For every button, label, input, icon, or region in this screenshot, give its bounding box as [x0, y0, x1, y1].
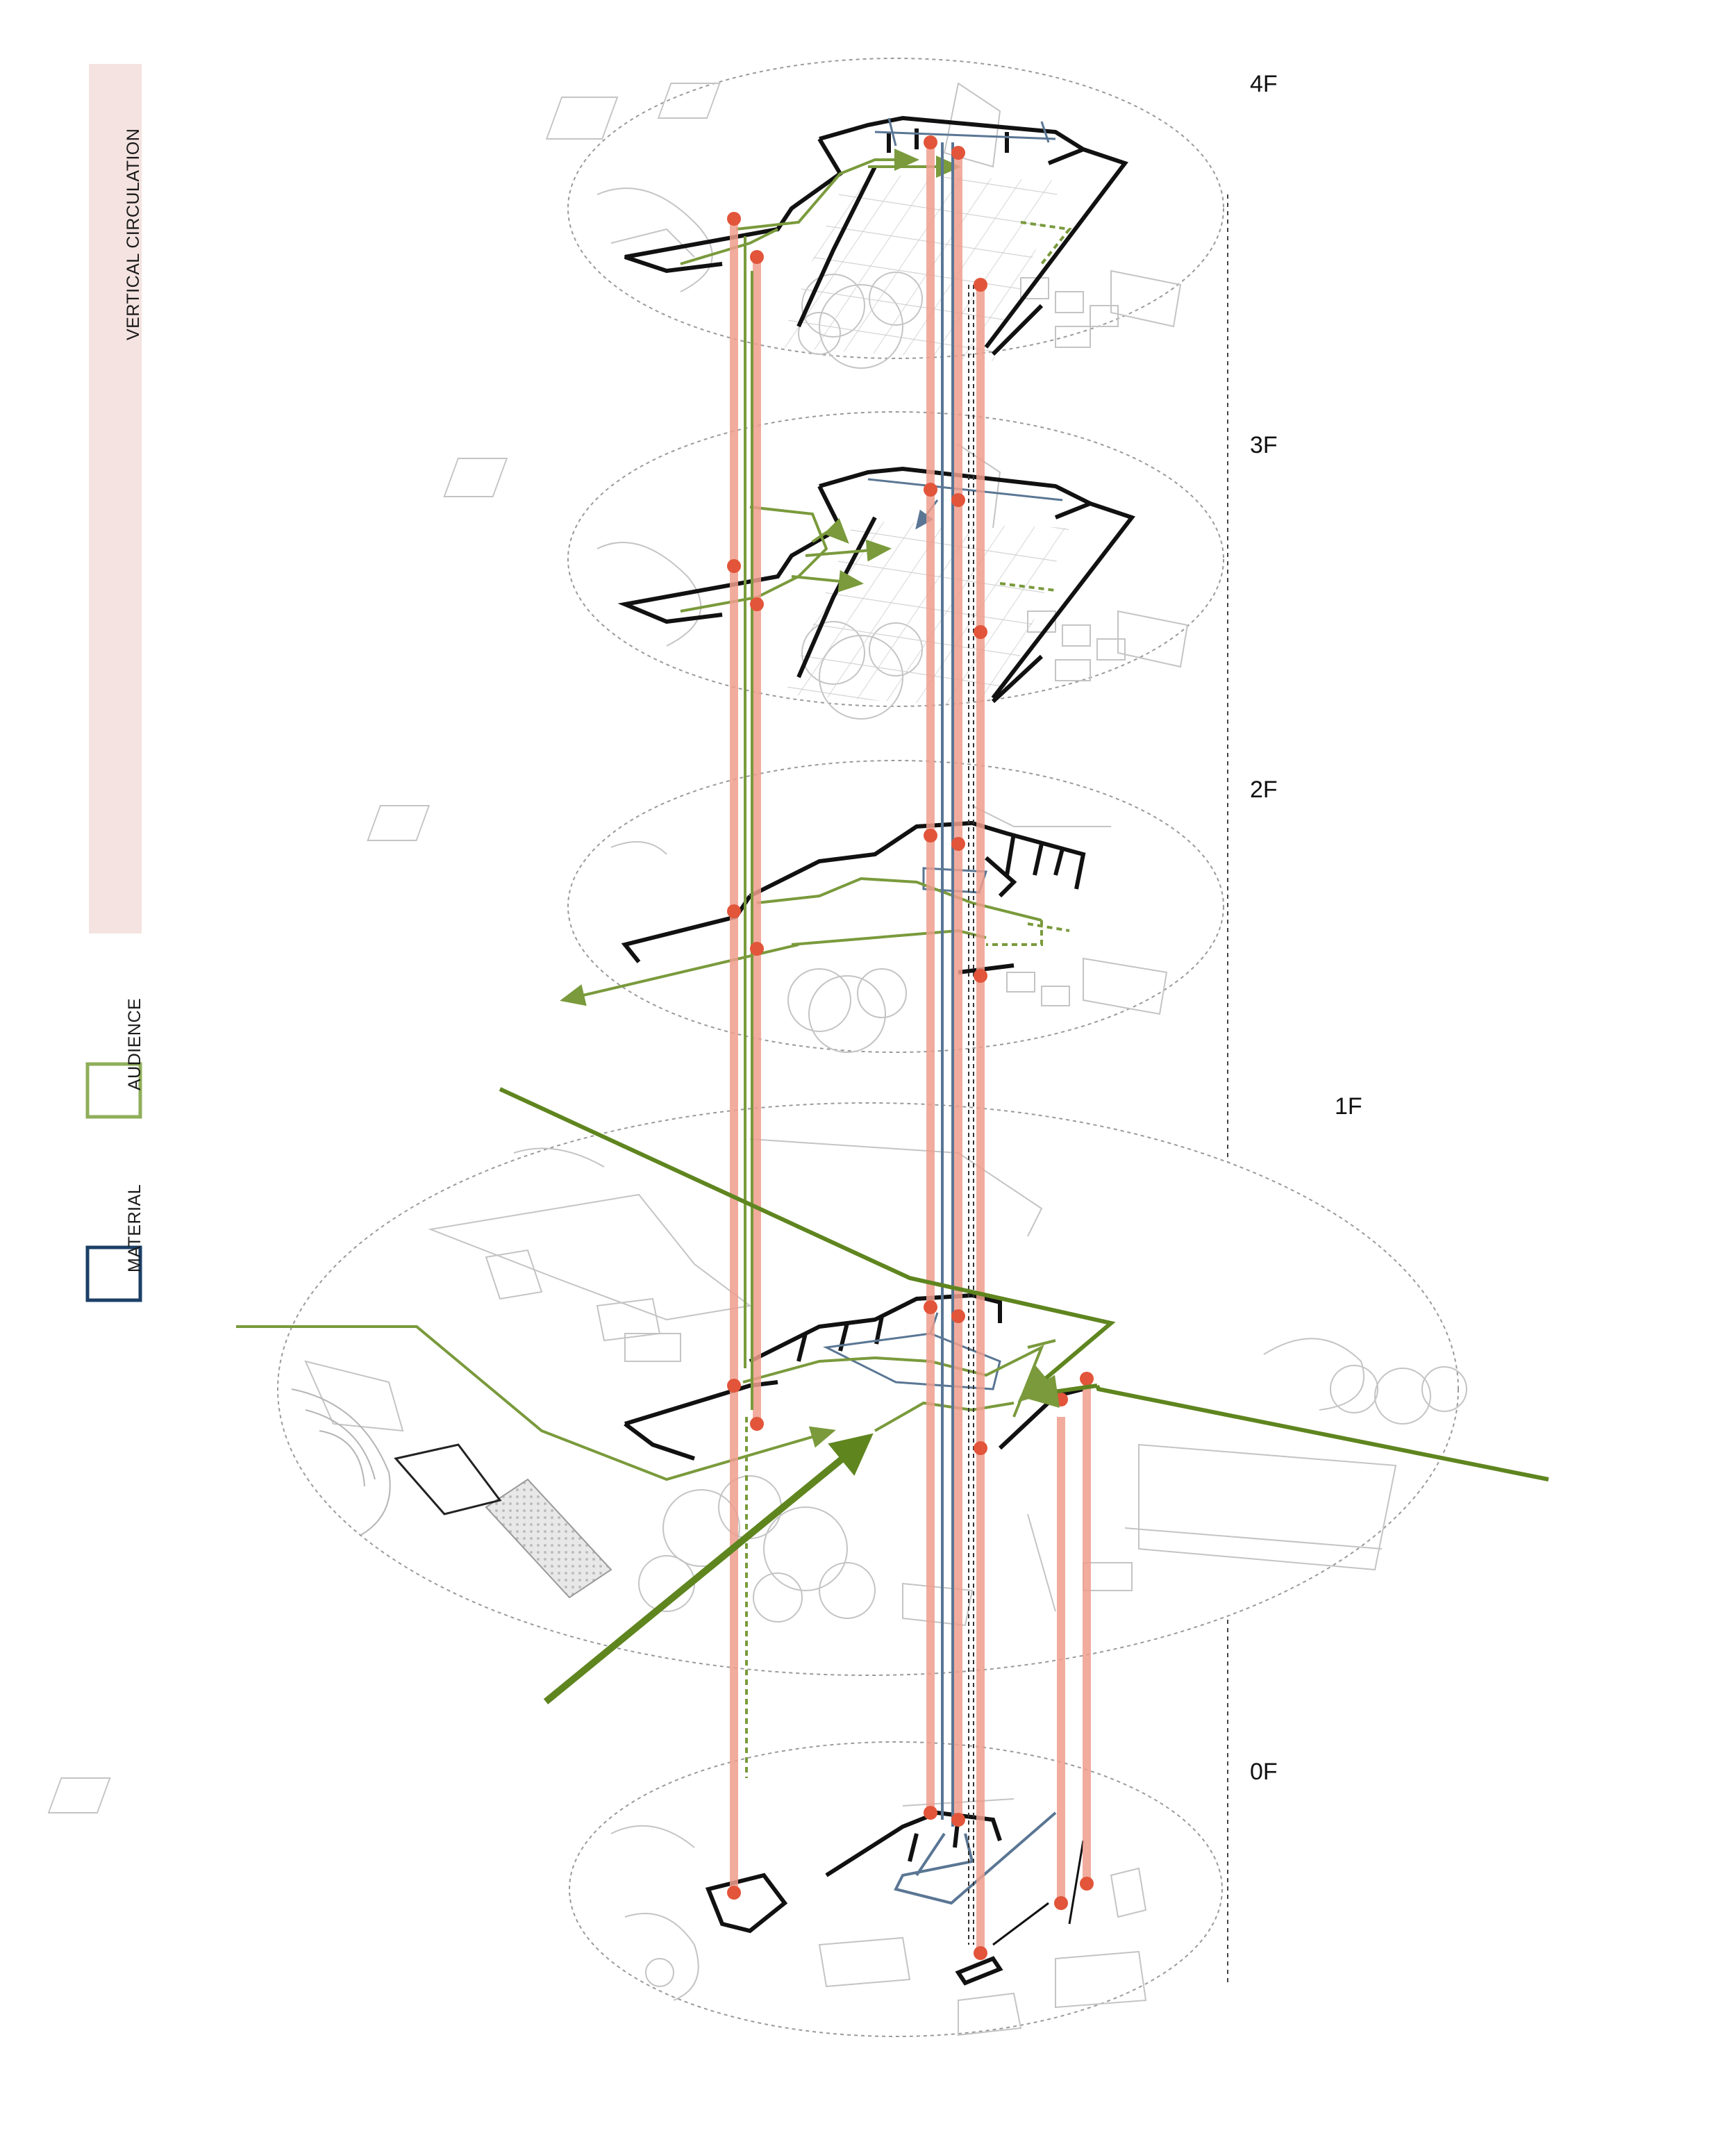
floor-plate-1f: [236, 1102, 1467, 1676]
material-label: MATERIAL: [125, 1184, 144, 1272]
floor-plate-3f: [443, 411, 1224, 720]
floor-4f-walls: [624, 115, 1128, 356]
floor-2f-walls: [621, 820, 1086, 974]
core-nodes: [727, 135, 1094, 1960]
floor-4f-material-path: [874, 117, 1056, 147]
vertical-material-paths: [941, 142, 974, 1945]
vertical-circulation-label: VERTICAL CIRCULATION: [124, 128, 143, 340]
floor-1f-auditorium: [291, 1388, 391, 1536]
audience-label: AUDIENCE: [125, 998, 144, 1090]
primary-entrance-arrow: [543, 1433, 874, 1704]
floor-label-2f: 2F: [1250, 777, 1278, 803]
legend-vertical-circulation: VERTICAL CIRCULATION: [89, 64, 143, 933]
floor-plate-4f: [545, 58, 1224, 369]
floor-2f-site-linework: [367, 805, 1168, 1053]
floor-0f-material-path: [894, 1811, 1057, 1905]
floor-1f-ramp: [485, 1478, 612, 1599]
floor-1f-site-linework: [304, 1138, 1467, 1627]
main-audience-approach: [499, 1087, 1549, 1481]
floor-1f-stair-block: [394, 1443, 502, 1516]
floor-1f-outline: [277, 1102, 1459, 1676]
floor-label-3f: 3F: [1250, 432, 1278, 458]
floor-label-0f: 0F: [1250, 1759, 1278, 1785]
vertical-audience-paths: [744, 236, 753, 1778]
material-swatch: [85, 1245, 142, 1302]
floor-plate-2f: [367, 760, 1224, 1053]
floor-0f-site-linework: [47, 1777, 1147, 2036]
floor-plate-0f: [47, 1741, 1223, 2037]
floor-label-1f: 1F: [1335, 1093, 1362, 1120]
legend-material: MATERIAL: [85, 1184, 144, 1302]
legend-audience: AUDIENCE: [85, 998, 144, 1119]
vertical-circulation-cores: [730, 142, 1091, 1952]
audience-swatch: [85, 1062, 142, 1119]
vertical-circulation-swatch: [89, 64, 142, 933]
legend: VERTICAL CIRCULATION AUDIENCE MATERIAL: [85, 64, 144, 1302]
floor-label-4f: 4F: [1250, 71, 1278, 97]
floor-2f-outline: [567, 760, 1224, 1053]
